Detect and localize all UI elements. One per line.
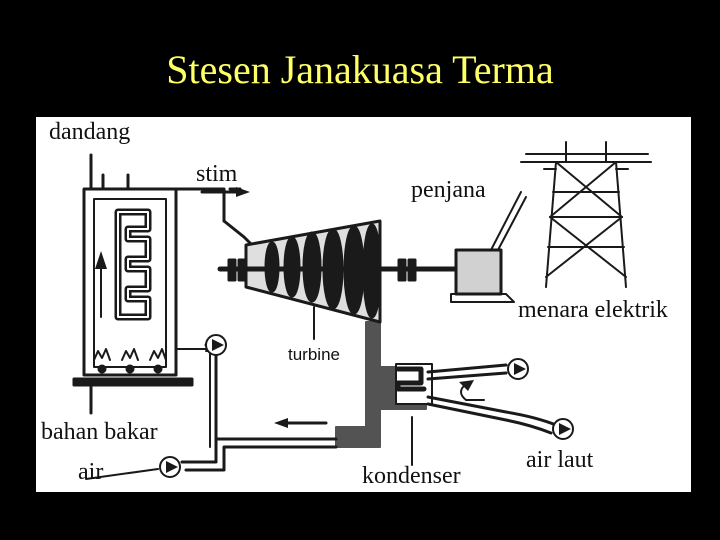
turbine [217,219,459,340]
label-water: air [78,459,104,485]
pumps [159,334,574,478]
thermal-power-plant-diagram [72,141,652,480]
label-condenser: kondenser [362,463,461,489]
boiler [72,153,194,415]
label-turbine: turbine [288,345,340,364]
label-generator: penjana [411,177,486,203]
condenser [335,321,558,466]
electric-tower [520,141,652,288]
label-steam: stim [196,161,238,187]
label-electric-tower: menara elektrik [518,297,668,323]
label-boiler: dandang [49,119,131,145]
slide-title: Stesen Janakuasa Terma [166,47,554,92]
diagram-panel: dandang stim penjana menara elektrik tur… [36,117,691,492]
label-seawater: air laut [526,447,594,473]
generator [450,191,527,303]
label-fuel: bahan bakar [41,419,158,445]
